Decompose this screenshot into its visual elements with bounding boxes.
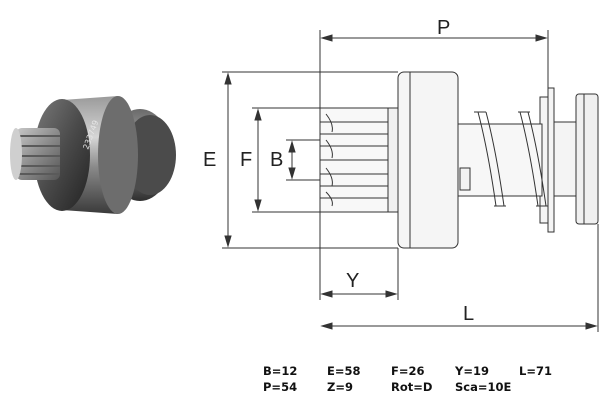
shaft <box>456 123 543 197</box>
spec-rot: Rot=D <box>391 380 433 394</box>
part-photo: 233749 <box>10 96 176 214</box>
spec-z: Z=9 <box>327 380 353 394</box>
photo-housing-side <box>98 96 138 214</box>
housing <box>397 71 459 249</box>
spec-p: P=54 <box>263 380 298 394</box>
dim-b <box>286 139 320 181</box>
rear-sleeve <box>553 121 577 197</box>
dim-label-f: F <box>240 149 252 171</box>
technical-drawing <box>222 30 599 332</box>
dim-label-p: P <box>437 17 450 39</box>
pinion-teeth <box>320 113 388 207</box>
dim-label-b: B <box>270 149 283 171</box>
rear-plate-outer <box>547 87 555 233</box>
pinion-hub <box>387 107 399 213</box>
dim-f <box>252 107 320 213</box>
dim-l <box>320 224 599 332</box>
shaft-key <box>459 167 471 191</box>
spec-f: F=26 <box>391 364 425 378</box>
dim-y <box>319 212 399 300</box>
photo-pinion-gear <box>10 128 60 180</box>
photo-rear-shadow <box>124 115 176 195</box>
rear-hub <box>575 93 599 225</box>
dim-p <box>319 30 549 108</box>
spec-e: E=58 <box>327 364 361 378</box>
dim-label-y: Y <box>346 270 359 292</box>
dim-e <box>222 71 398 249</box>
spec-sca: Sca=10E <box>455 380 512 394</box>
spec-b: B=12 <box>263 364 298 378</box>
dim-label-e: E <box>203 149 216 171</box>
spring <box>474 111 548 207</box>
photo-front-face <box>34 99 90 211</box>
spec-y: Y=19 <box>455 364 489 378</box>
dim-label-l: L <box>463 303 474 325</box>
spec-l: L=71 <box>519 364 552 378</box>
